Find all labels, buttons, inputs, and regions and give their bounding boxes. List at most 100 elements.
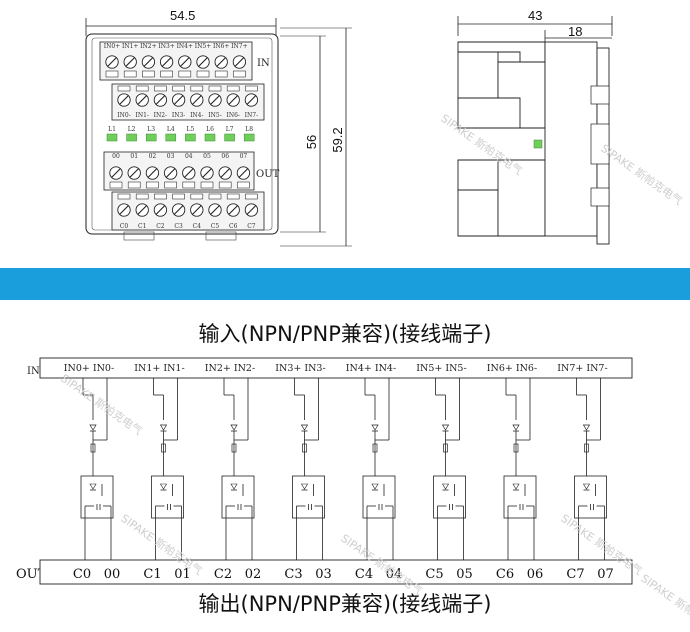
front-in-bottom-label: IN0-: [117, 112, 130, 119]
front-in-top-label: IN2+: [140, 43, 156, 50]
front-out-bottom-label: C7: [247, 223, 256, 230]
channel-circuit: [151, 378, 184, 560]
terminal-screw: [123, 55, 137, 69]
front-out-top-label: 01: [130, 153, 138, 160]
output-channel-label: 03: [315, 567, 332, 582]
input-terminal-label: IN5+ IN5-: [416, 363, 466, 374]
terminal-screw: [145, 166, 160, 180]
terminal-screw: [153, 203, 168, 217]
terminal-screw: [178, 55, 192, 69]
led-label: L1: [108, 126, 116, 133]
terminal-screw: [171, 93, 186, 107]
channel-circuit: [80, 378, 114, 560]
output-channel-label: 01: [174, 567, 191, 582]
front-in-top-label: IN6+: [213, 43, 229, 50]
led-label: L5: [186, 126, 194, 133]
output-common-label: C4: [355, 567, 373, 582]
front-in-bottom-label: IN7-: [245, 112, 258, 119]
front-in-bottom-label: IN1-: [135, 112, 148, 119]
in-bar-label: IN: [27, 366, 40, 377]
status-led: [224, 133, 235, 142]
in-terminal-row-bottom: IN0-IN1-IN2-IN3-IN4-IN5-IN6-IN7-: [111, 83, 265, 121]
channel-circuit: [292, 378, 325, 560]
output-common-label: C7: [566, 567, 584, 582]
status-led: [204, 133, 216, 142]
front-out-bottom-label: C5: [211, 223, 220, 230]
input-terminal-label: IN4+ IN4-: [346, 363, 396, 374]
front-out-bottom-label: C4: [193, 223, 202, 230]
side-led: [533, 139, 543, 149]
front-in-label: IN: [257, 58, 270, 69]
front-out-bottom-label: C1: [138, 223, 146, 230]
input-terminal-label: IN2+ IN2-: [205, 363, 255, 374]
output-channel-label: 00: [104, 567, 121, 582]
output-common-label: C6: [496, 567, 514, 582]
width-dimension: 54.5: [170, 8, 195, 23]
front-out-bottom-label: C6: [229, 223, 238, 230]
terminal-screw: [214, 55, 228, 69]
front-in-top-label: IN1+: [122, 43, 138, 50]
terminal-screw: [153, 93, 168, 107]
front-out-top-label: 04: [185, 153, 193, 160]
output-channel-label: 05: [456, 567, 473, 582]
front-in-bottom-label: IN4-: [190, 112, 203, 119]
terminal-screw: [200, 166, 214, 180]
output-common-label: C3: [284, 567, 302, 582]
terminal-screw: [159, 55, 174, 69]
rail-dimension: 18: [568, 24, 582, 39]
status-led: [126, 133, 137, 142]
output-channel-label: 02: [245, 567, 262, 582]
input-title: 输入(NPN/PNP兼容)(接线端子): [199, 322, 492, 346]
status-led: [243, 133, 255, 142]
terminal-screw: [190, 93, 204, 107]
channel-circuit: [433, 378, 466, 560]
channel-circuit: [503, 378, 537, 560]
terminal-screw: [163, 166, 178, 180]
input-terminal-bar: [39, 357, 633, 379]
terminal-screw: [182, 166, 196, 180]
out-bar-label: OUT: [16, 567, 47, 582]
status-led: [165, 133, 177, 142]
terminal-screw: [109, 166, 123, 180]
front-out-label: OUT: [256, 169, 280, 180]
led-label: L2: [128, 126, 136, 133]
side-view: 43 18: [457, 8, 613, 245]
status-led: [106, 133, 118, 142]
channel-circuit: [362, 378, 396, 560]
front-in-bottom-label: IN3-: [172, 112, 185, 119]
terminal-screw: [208, 203, 222, 217]
input-terminal-label: IN6+ IN6-: [487, 363, 537, 374]
output-terminal-bar: [39, 559, 633, 585]
terminal-screw: [218, 166, 232, 180]
terminal-screw: [232, 55, 247, 69]
channel-circuit: [574, 378, 607, 560]
terminal-screw: [127, 166, 141, 180]
channel-circuits: [80, 378, 607, 560]
front-out-top-label: 00: [112, 153, 120, 160]
terminal-screw: [171, 203, 186, 217]
terminal-screw: [190, 203, 204, 217]
front-out-top-label: 07: [240, 153, 248, 160]
terminal-screw: [196, 55, 210, 69]
output-channel-label: 07: [597, 567, 614, 582]
terminal-screw: [236, 166, 251, 180]
status-led: [145, 133, 157, 142]
front-out-top-label: 03: [167, 153, 175, 160]
terminal-screw: [244, 203, 259, 217]
front-in-bottom-label: IN2-: [154, 112, 167, 119]
terminal-screw: [226, 203, 240, 217]
output-common-label: C2: [214, 567, 232, 582]
front-in-bottom-label: IN6-: [226, 112, 239, 119]
watermark-text: SIPAKE 斯帕克电气: [598, 141, 685, 208]
front-out-bottom-label: C0: [120, 223, 129, 230]
height-inner-dimension: 56: [304, 135, 319, 149]
input-terminal-label: IN0+ IN0-: [64, 363, 114, 374]
front-in-top-label: IN4+: [177, 43, 193, 50]
section-divider-banner: [0, 268, 690, 300]
front-out-bottom-label: C3: [174, 223, 183, 230]
front-in-top-label: IN0+: [104, 43, 120, 50]
led-label: L6: [206, 126, 214, 133]
